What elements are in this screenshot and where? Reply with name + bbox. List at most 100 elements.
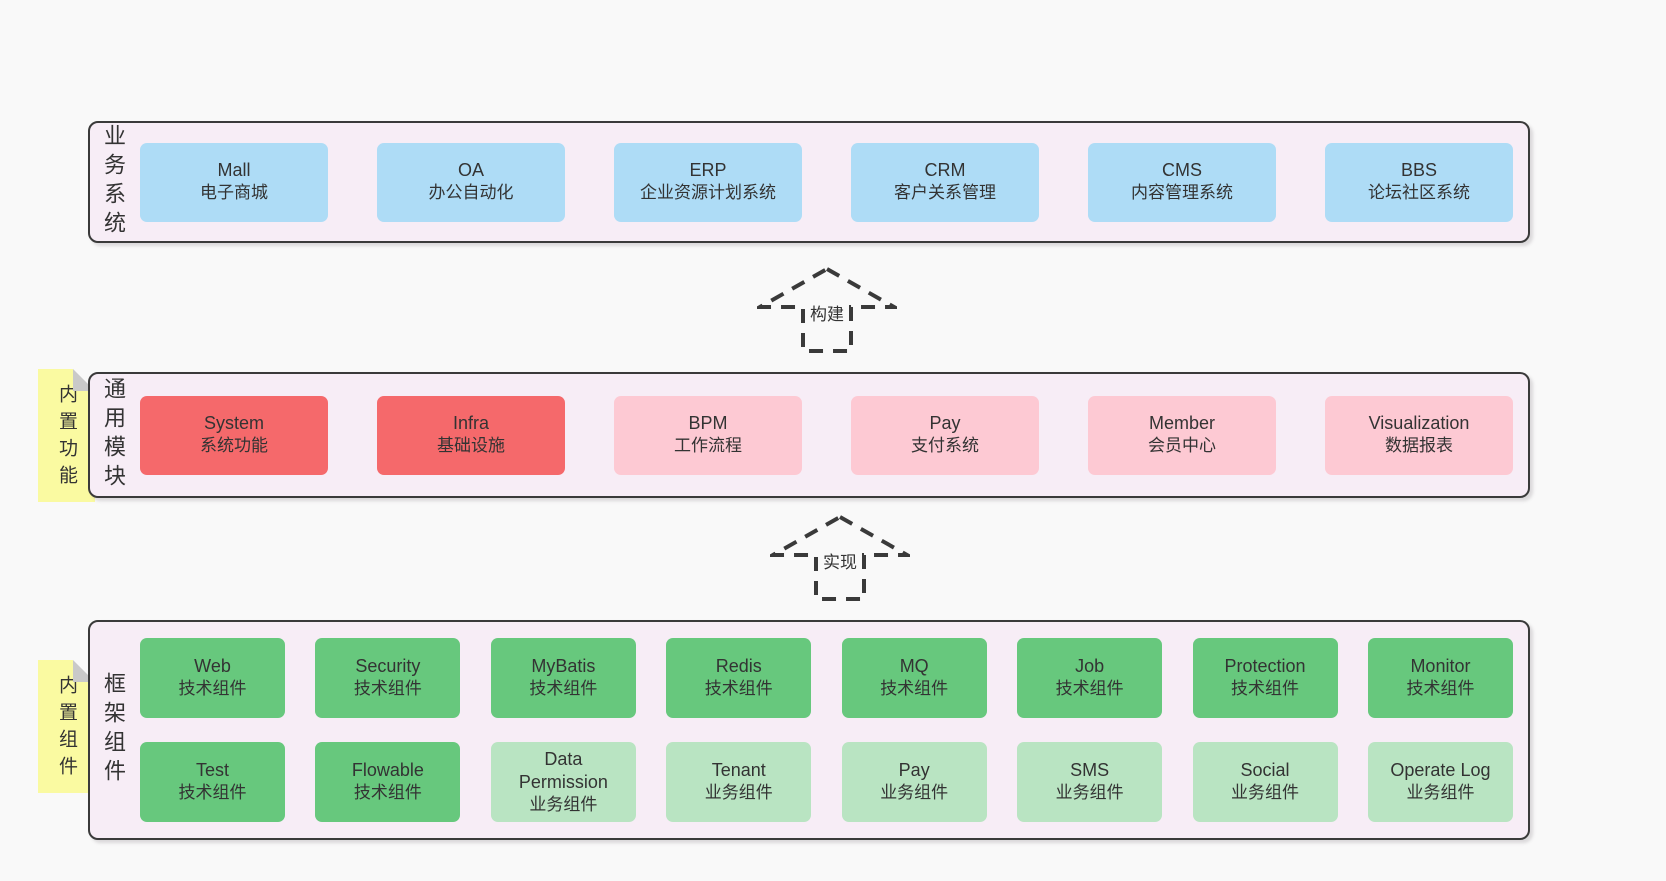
box-desc: 技术组件: [178, 783, 247, 803]
box-mq: MQ 技术组件: [841, 638, 987, 718]
box-desc: 技术组件: [529, 679, 598, 699]
box-desc: 工作流程: [674, 436, 742, 456]
box-sms: SMS 业务组件: [1017, 742, 1163, 822]
box-name: Member: [1148, 413, 1215, 434]
box-desc: 技术组件: [1406, 679, 1475, 699]
sticky-note-builtin-features: 内置功能: [38, 369, 95, 502]
arrow-label: 实现: [819, 547, 861, 574]
box-cms: CMS 内容管理系统: [1088, 142, 1276, 222]
box-erp: ERP 企业资源计划系统: [614, 142, 802, 222]
layer-common-modules: 通用模块 System 系统功能 Infra 基础设施 BPM 工作流程 Pay…: [88, 372, 1530, 498]
box-name: MyBatis: [531, 656, 596, 677]
box-visualization: Visualization 数据报表: [1325, 395, 1513, 475]
box-desc: 技术组件: [353, 783, 422, 803]
box-name: Job: [1075, 656, 1105, 677]
layer-business-systems: 业务系统 Mall 电子商城 OA 办公自动化 ERP 企业资源计划系统 CRM…: [88, 121, 1530, 243]
box-data-permission: Data Permission 业务组件: [490, 742, 636, 822]
layer-label: 框架组件: [101, 672, 126, 788]
box-mybatis: MyBatis 技术组件: [490, 638, 636, 718]
box-name: Pay: [929, 413, 961, 434]
box-protection: Protection 技术组件: [1192, 638, 1338, 718]
up-arrow-icon: [770, 514, 910, 601]
box-desc: 业务组件: [1055, 783, 1124, 803]
box-web: Web 技术组件: [140, 638, 285, 718]
layer-label: 通用模块: [101, 377, 126, 493]
box-name: Redis: [715, 656, 762, 677]
box-desc: 业务组件: [704, 783, 773, 803]
box-desc: 业务组件: [1231, 783, 1300, 803]
box-pay: Pay 支付系统: [851, 395, 1039, 475]
box-bbs: BBS 论坛社区系统: [1325, 142, 1513, 222]
box-redis: Redis 技术组件: [666, 638, 812, 718]
box-name: Test: [195, 760, 229, 781]
box-name: BPM: [688, 413, 728, 434]
box-desc: 支付系统: [911, 436, 979, 456]
box-desc: 技术组件: [178, 679, 247, 699]
arrow-label: 构建: [806, 299, 848, 326]
box-name: CRM: [924, 160, 966, 181]
box-name: BBS: [1400, 160, 1438, 181]
box-desc: 论坛社区系统: [1368, 183, 1470, 203]
box-name: Pay: [898, 760, 930, 781]
box-desc: 数据报表: [1385, 436, 1453, 456]
box-name: OA: [457, 160, 484, 181]
box-name: Protection: [1224, 656, 1306, 677]
box-name: MQ: [899, 656, 929, 677]
box-name: CMS: [1162, 160, 1202, 181]
box-name: System: [203, 413, 264, 434]
box-name: Infra: [452, 413, 490, 434]
box-desc: 会员中心: [1148, 436, 1216, 456]
box-name: Flowable: [351, 760, 424, 781]
box-crm: CRM 客户关系管理: [851, 142, 1039, 222]
box-desc: 企业资源计划系统: [640, 183, 776, 203]
box-bpm: BPM 工作流程: [614, 395, 802, 475]
business-boxes: Mall 电子商城 OA 办公自动化 ERP 企业资源计划系统 CRM 客户关系…: [124, 142, 1528, 222]
box-desc: 基础设施: [437, 436, 505, 456]
sticky-note-builtin-components: 内置组件: [38, 660, 95, 793]
box-system: System 系统功能: [140, 395, 328, 475]
box-desc: 内容管理系统: [1131, 183, 1233, 203]
box-desc: 技术组件: [1055, 679, 1124, 699]
box-name: SMS: [1070, 760, 1110, 781]
box-name: ERP: [689, 160, 727, 181]
box-operate-log: Operate Log 业务组件: [1367, 742, 1513, 822]
up-arrow-icon: [757, 266, 897, 353]
sticky-label: 内置功能: [56, 384, 77, 492]
box-infra: Infra 基础设施: [377, 395, 565, 475]
arrow-implement: 实现: [770, 514, 910, 602]
box-name: Mall: [217, 160, 251, 181]
box-test: Test 技术组件: [140, 742, 285, 822]
box-desc: 业务组件: [1406, 783, 1475, 803]
arrow-build: 构建: [757, 266, 897, 354]
module-boxes: System 系统功能 Infra 基础设施 BPM 工作流程 Pay 支付系统…: [124, 395, 1528, 475]
sticky-label: 内置组件: [56, 675, 77, 783]
box-mall: Mall 电子商城: [140, 142, 328, 222]
box-name: Social: [1240, 760, 1290, 781]
box-pay-business: Pay 业务组件: [841, 742, 987, 822]
box-name: Operate Log: [1390, 760, 1491, 781]
box-tenant: Tenant 业务组件: [666, 742, 812, 822]
box-desc: 系统功能: [200, 436, 268, 456]
framework-row-2: Test 技术组件 Flowable 技术组件 Data Permission …: [124, 742, 1528, 822]
box-desc: 业务组件: [529, 794, 598, 814]
box-security: Security 技术组件: [315, 638, 461, 718]
framework-row-1: Web 技术组件 Security 技术组件 MyBatis 技术组件 Redi…: [124, 638, 1528, 718]
box-social: Social 业务组件: [1192, 742, 1338, 822]
box-desc: 客户关系管理: [894, 183, 996, 203]
box-name: Visualization: [1368, 413, 1470, 434]
box-monitor: Monitor 技术组件: [1367, 638, 1513, 718]
box-desc: 业务组件: [880, 783, 949, 803]
box-name: Tenant: [711, 760, 766, 781]
box-member: Member 会员中心: [1088, 395, 1276, 475]
box-name: Web: [194, 656, 231, 677]
layer-label: 业务系统: [101, 124, 126, 240]
box-desc: 技术组件: [880, 679, 949, 699]
box-flowable: Flowable 技术组件: [315, 742, 461, 822]
box-desc: 办公自动化: [428, 183, 514, 203]
box-job: Job 技术组件: [1017, 638, 1163, 718]
box-desc: 技术组件: [704, 679, 773, 699]
box-desc: 技术组件: [1231, 679, 1300, 699]
box-name: Data Permission: [518, 748, 608, 792]
box-oa: OA 办公自动化: [377, 142, 565, 222]
